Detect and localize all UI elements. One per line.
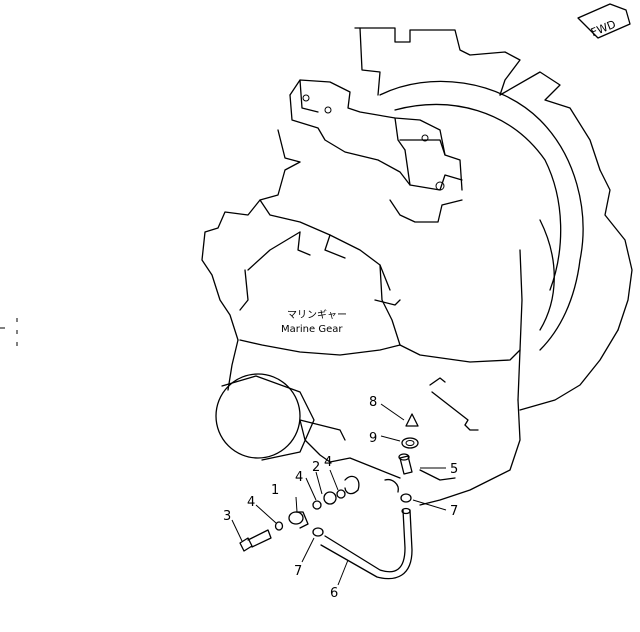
part-9-clip: [401, 437, 419, 449]
part-callouts: 8 9 5 7 2 4 4 1 4 3 7 6: [223, 395, 458, 601]
part-6-tube: [324, 509, 406, 573]
part-4-washer-a: [312, 500, 322, 510]
callout-1: 1: [271, 483, 279, 498]
part-1-elbow: [288, 511, 309, 529]
part-4-washer-c: [274, 521, 284, 531]
edge-tick-marks: [0, 318, 18, 346]
callout-2: 2: [312, 460, 320, 475]
forward-direction-arrow-icon: FWD: [577, 3, 631, 39]
callout-7-upper: 7: [450, 504, 458, 519]
part-5-connector: [398, 453, 413, 475]
callout-3: 3: [223, 509, 231, 524]
output-flange: [215, 373, 301, 459]
part-8-cap: [405, 413, 419, 427]
callout-4-middle: 4: [295, 470, 303, 485]
part-7-washer-lower: [312, 527, 324, 537]
leader-lines: [231, 403, 447, 586]
part-7-washer-upper: [400, 493, 412, 503]
callout-7-lower: 7: [294, 564, 302, 579]
callout-4-upper: 4: [324, 455, 332, 470]
part-4-washer-b: [336, 489, 346, 499]
component-label-english: Marine Gear: [281, 324, 343, 335]
callout-8: 8: [369, 395, 377, 410]
callout-4-lower: 4: [247, 495, 255, 510]
marine-gear-housing: [201, 27, 633, 506]
callout-6: 6: [330, 586, 338, 601]
part-3-bolt: [239, 529, 272, 552]
callout-5: 5: [450, 462, 458, 477]
callout-9: 9: [369, 431, 377, 446]
component-label-japanese: マリンギャー: [287, 309, 347, 321]
part-2-nut: [323, 491, 337, 505]
